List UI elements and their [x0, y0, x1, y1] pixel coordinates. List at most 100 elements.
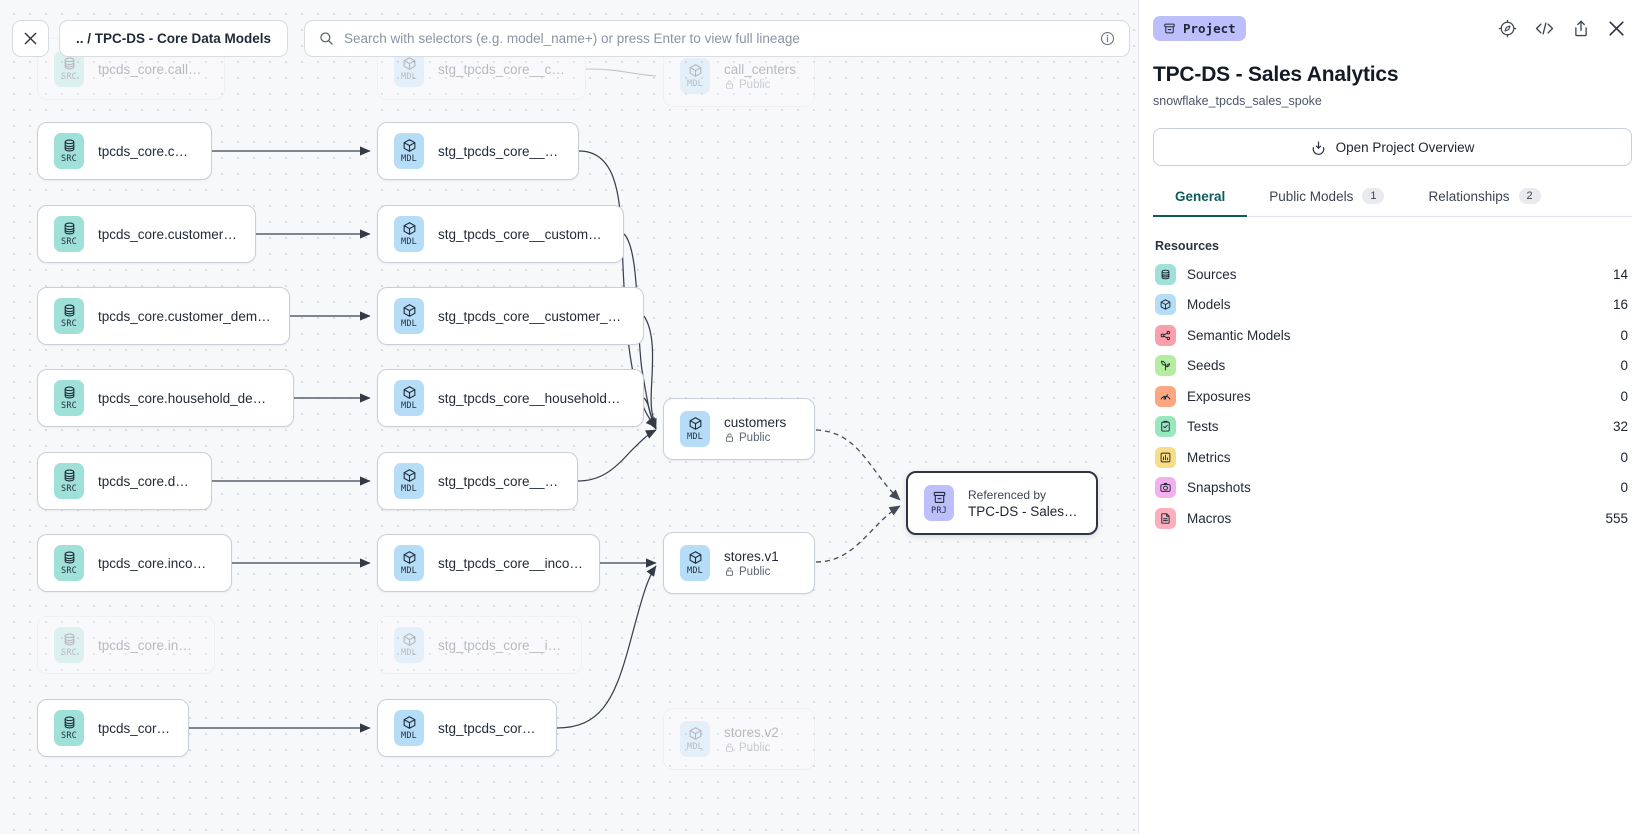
cube-icon — [403, 304, 415, 317]
node-text: stores.v1 Public — [724, 549, 779, 578]
lineage-node[interactable]: SRC tpcds_core.household_demographics — [37, 369, 294, 427]
node-label: stg_tpcds_core__customer — [438, 143, 562, 159]
seed-icon — [1160, 361, 1171, 371]
node-type-badge: MDL — [680, 545, 710, 581]
node-text: tpcds_core.household_demographics — [98, 391, 277, 406]
node-text: tpcds_core.customer_demographics — [98, 309, 273, 324]
node-label: customers — [724, 414, 787, 430]
node-type-badge: SRC — [54, 133, 84, 169]
node-text: tpcds_core.date_dim — [98, 474, 195, 489]
node-text: call_centers Public — [724, 62, 796, 91]
lineage-node[interactable]: SRC tpcds_core.customer_address — [37, 205, 256, 263]
database-icon — [62, 550, 77, 565]
resource-label: Models — [1187, 297, 1231, 313]
node-type-label: SRC — [61, 319, 77, 329]
resource-label: Snapshots — [1187, 480, 1251, 496]
download-circle-icon — [1312, 140, 1324, 155]
node-type-label: SRC — [61, 401, 77, 411]
breadcrumb-button[interactable]: .. / TPC-DS - Core Data Models — [59, 20, 289, 57]
node-text: stg_tpcds_core__household_demogr… — [438, 391, 627, 406]
node-type-label: MDL — [401, 648, 417, 658]
file-icon — [1155, 507, 1176, 529]
info-icon[interactable] — [1100, 31, 1115, 46]
lock-icon — [726, 567, 733, 576]
close-icon[interactable] — [1607, 19, 1626, 38]
node-type-label: MDL — [401, 319, 417, 329]
node-type-badge: MDL — [394, 51, 424, 87]
node-type-badge: SRC — [54, 216, 84, 252]
cube-icon — [402, 715, 417, 730]
node-label: tpcds_core.customer_address — [98, 226, 239, 242]
node-label: tpcds_core.inventory — [98, 637, 198, 653]
lineage-node[interactable]: SRC tpcds_core.customer_demographics — [37, 287, 290, 345]
camera-icon — [1160, 483, 1171, 493]
node-access-text: Public — [739, 78, 771, 91]
lock-icon — [726, 433, 733, 442]
node-access-label: Public — [724, 566, 779, 578]
cube-icon — [688, 416, 703, 431]
lineage-node[interactable]: MDL stg_tpcds_core__inventory — [377, 616, 582, 674]
cube-icon — [689, 551, 701, 564]
resource-label: Macros — [1187, 510, 1232, 526]
node-access-text: Public — [739, 565, 771, 578]
share-icon[interactable] — [1572, 19, 1590, 38]
lineage-node[interactable]: MDL stg_tpcds_core__customer_address — [377, 205, 624, 263]
node-text: stg_tpcds_core__customer — [438, 144, 562, 159]
database-icon — [64, 304, 74, 317]
lineage-node[interactable]: MDL stg_tpcds_core__income_band — [377, 534, 600, 592]
cube-icon — [1160, 299, 1171, 310]
node-text: stg_tpcds_core__inventory — [438, 638, 565, 653]
lineage-canvas[interactable]: .. / TPC-DS - Core Data Models — [0, 0, 1139, 834]
node-label: stg_tpcds_core__customer_address — [438, 226, 607, 242]
node-type-badge: MDL — [680, 411, 710, 447]
search-input[interactable] — [344, 31, 1091, 46]
tab-general[interactable]: General — [1153, 188, 1248, 217]
lineage-node[interactable]: MDLstg_tpcds_core__customer_demogra… — [377, 287, 644, 345]
node-type-badge: MDL — [394, 627, 424, 663]
tab-label: General — [1175, 188, 1226, 204]
node-type-label: MDL — [401, 237, 417, 247]
bar-chart-icon — [1160, 452, 1171, 463]
cube-icon — [402, 221, 417, 236]
node-type-label: MDL — [401, 566, 417, 576]
cube-icon — [403, 716, 415, 729]
canvas-toolbar: .. / TPC-DS - Core Data Models — [12, 20, 1138, 57]
database-icon — [62, 632, 77, 647]
lineage-node[interactable]: MDLstg_tpcds_core__household_demogr… — [377, 369, 644, 427]
close-lineage-button[interactable] — [12, 20, 49, 57]
node-text: stg_tpcds_core__income_band — [438, 556, 583, 571]
search-box[interactable] — [304, 20, 1131, 57]
project-icon — [932, 490, 947, 505]
node-label: stg_tpcds_core__household_demogr… — [438, 390, 627, 406]
cube-icon — [403, 57, 415, 70]
node-text: stg_tpcds_core__store — [438, 721, 540, 736]
open-project-overview-button[interactable]: Open Project Overview — [1153, 128, 1632, 166]
project-icon — [1164, 23, 1175, 34]
code-icon[interactable] — [1534, 19, 1555, 38]
compass-icon[interactable] — [1498, 19, 1517, 38]
node-type-label: SRC — [61, 731, 77, 741]
lineage-node[interactable]: MDL stores.v1 Public — [663, 532, 815, 594]
